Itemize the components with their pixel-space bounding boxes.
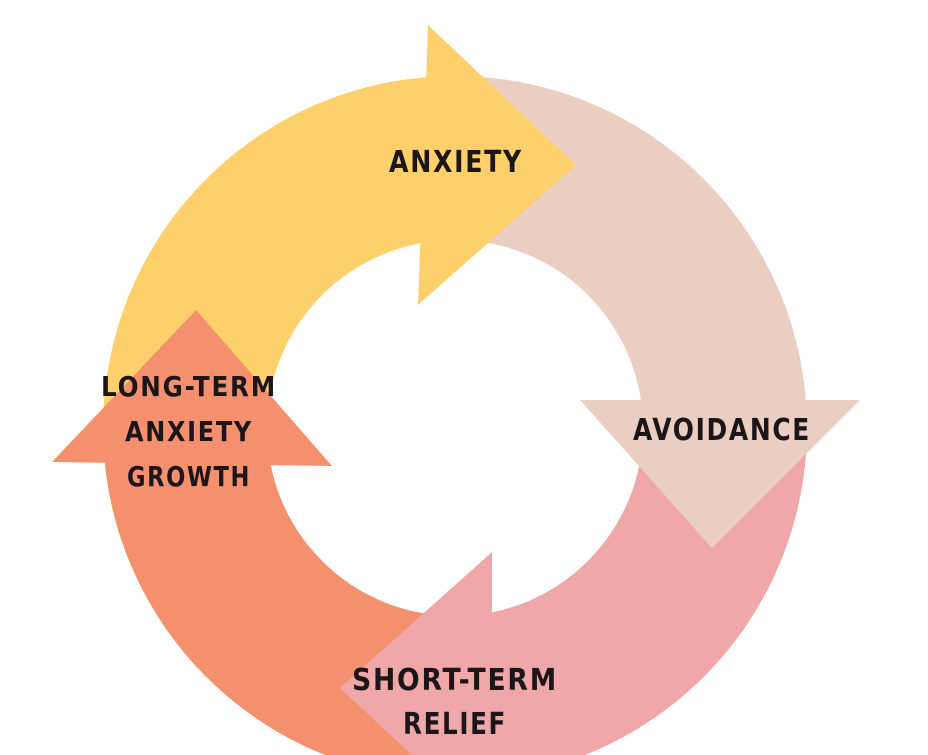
label-long-term-line1: LONG-TERM: [101, 370, 277, 403]
arrowhead-long-term-anxiety-growth: [52, 310, 332, 466]
arrowhead-avoidance: [580, 400, 860, 548]
label-avoidance: AVOIDANCE: [633, 413, 811, 448]
label-short-term-relief-line2: RELIEF: [403, 707, 507, 742]
arrowhead-short-term-relief: [340, 552, 492, 755]
label-short-term-relief-line1: SHORT-TERM: [352, 663, 558, 698]
arrowhead-anxiety: [418, 25, 576, 305]
label-long-term-line2: ANXIETY: [125, 415, 253, 448]
label-anxiety: ANXIETY: [389, 145, 523, 180]
label-long-term-line3: GROWTH: [127, 460, 251, 493]
